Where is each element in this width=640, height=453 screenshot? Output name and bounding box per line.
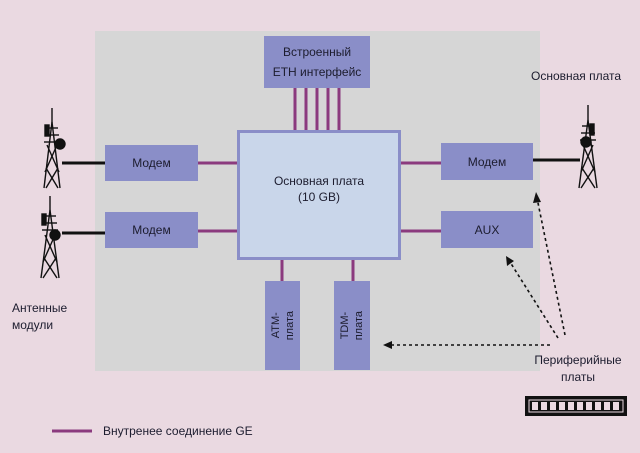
- atm-line1: ATM-: [269, 312, 282, 339]
- atm-board-label: ATM- плата: [269, 311, 297, 340]
- memory-module-icon: [525, 396, 627, 416]
- peripheral-line1: Периферийные: [534, 353, 622, 367]
- antenna-tower-icon: [43, 108, 66, 189]
- main-board-line2: (10 GB): [297, 190, 340, 204]
- modem-right-block: Модем: [441, 143, 533, 180]
- antenna-tower-icon: [40, 196, 61, 279]
- main-board-line1: Основная плата: [273, 174, 365, 188]
- eth-line2: ETH интерфейс: [272, 65, 362, 79]
- legend-text: Внутренее соединение GE: [103, 424, 253, 438]
- atm-board-block: ATM- плата: [265, 281, 300, 370]
- main-board-external-label: Основная плата: [531, 69, 622, 83]
- aux-block: AUX: [441, 211, 533, 248]
- aux-label: AUX: [474, 222, 500, 237]
- modem-left-bottom-block: Модем: [105, 212, 198, 248]
- modem-label: Модем: [467, 154, 507, 169]
- eth-line1: Встроенный: [282, 45, 352, 59]
- peripheral-boards-label: Периферийные платы: [528, 352, 628, 386]
- modem-label: Модем: [132, 223, 171, 237]
- tdm-line1: TDM-: [339, 311, 351, 340]
- tdm-board-label: TDM- плата: [338, 311, 366, 340]
- antenna-tower-icon: [578, 105, 598, 189]
- antenna-line2: модули: [12, 318, 54, 332]
- antenna-line1: Антенные: [12, 301, 68, 315]
- tdm-board-block: TDM- плата: [334, 281, 370, 370]
- atm-line2: плата: [283, 310, 296, 341]
- main-board-block: Основная плата (10 GB): [237, 130, 401, 260]
- modem-label: Модем: [132, 156, 171, 170]
- peripheral-line2: платы: [560, 370, 596, 384]
- tdm-line2: плата: [353, 310, 365, 341]
- antenna-modules-label: Антенные модули: [12, 300, 67, 334]
- modem-left-top-block: Модем: [105, 145, 198, 181]
- eth-interface-block: Встроенный ETH интерфейс: [264, 36, 370, 88]
